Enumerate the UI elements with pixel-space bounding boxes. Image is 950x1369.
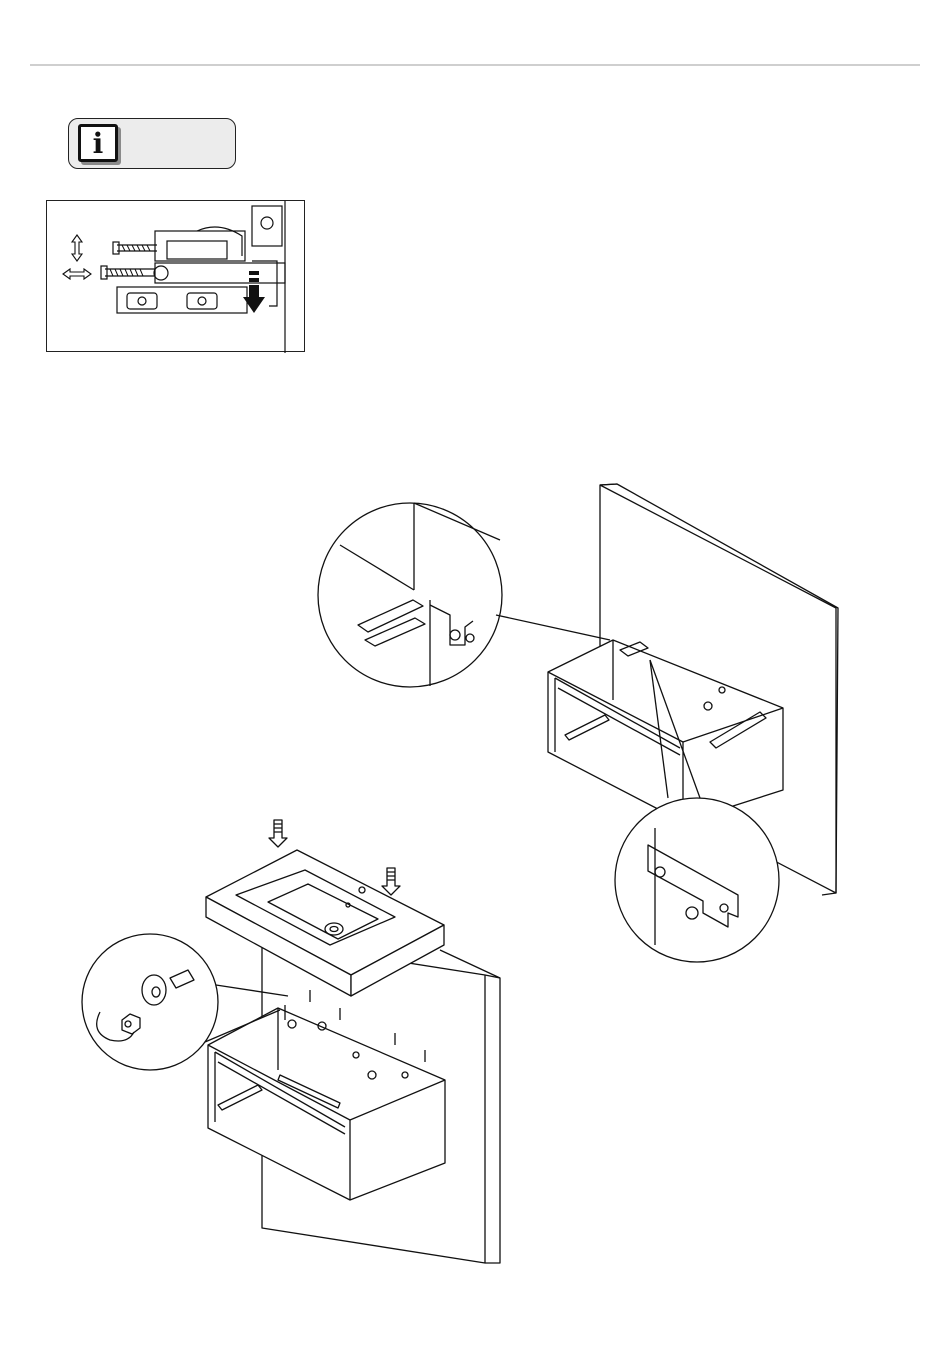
basin-mount-on-cabinet [82,820,500,1263]
